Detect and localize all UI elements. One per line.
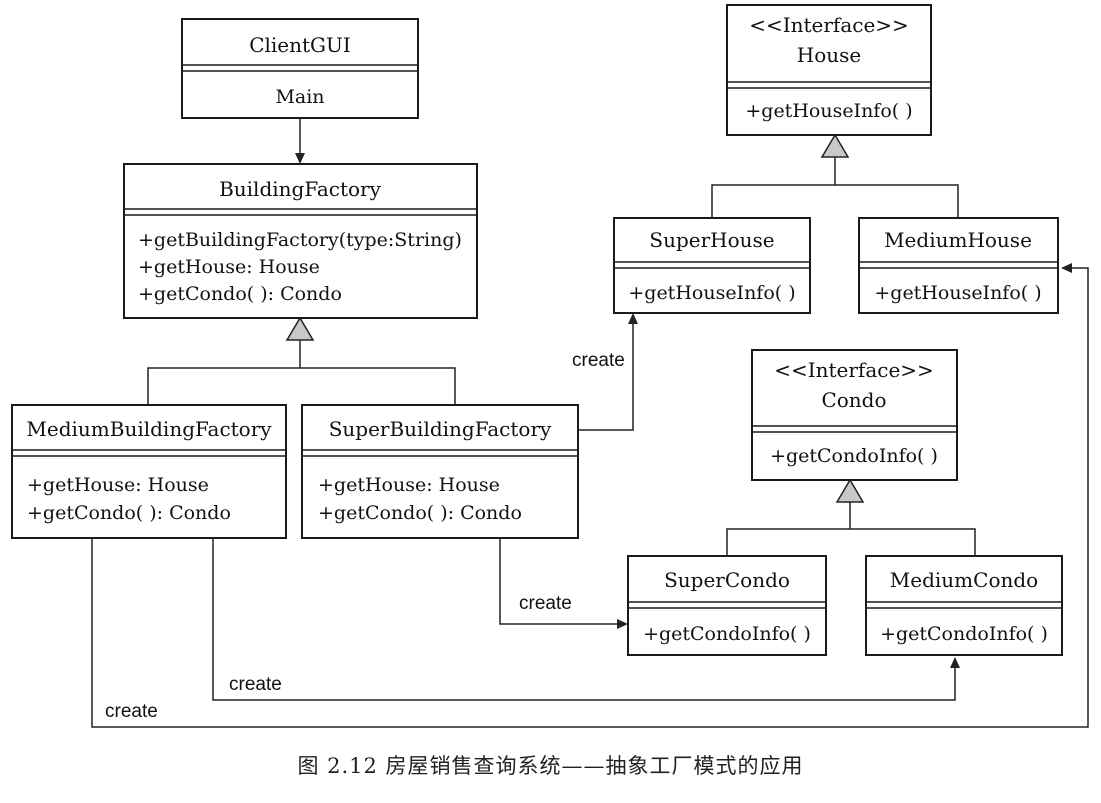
class-operation: +getCondoInfo( )	[880, 623, 1048, 645]
interface-condo: <<Interface>> Condo +getCondoInfo( )	[751, 349, 958, 481]
figure-caption: 图 2.12 房屋销售查询系统——抽象工厂模式的应用	[297, 754, 804, 778]
class-operation: +getCondoInfo( )	[643, 623, 811, 645]
create-medium-condo	[212, 538, 960, 701]
class-name: SuperBuildingFactory	[329, 417, 552, 441]
generalization-triangle-icon	[285, 316, 315, 341]
class-operation: +getHouseInfo( )	[745, 100, 912, 122]
class-operation: Main	[275, 86, 324, 108]
class-name: Condo	[821, 388, 886, 412]
class-building-factory: BuildingFactory +getBuildingFactory(type…	[123, 163, 478, 319]
class-super-condo: SuperCondo +getCondoInfo( )	[627, 555, 827, 656]
class-medium-house: MediumHouse +getHouseInfo( )	[858, 217, 1059, 314]
class-operation: +getCondo( ): Condo	[138, 283, 342, 305]
interface-stereotype: <<Interface>>	[774, 358, 934, 382]
class-super-building-factory: SuperBuildingFactory +getHouse: House +g…	[301, 404, 579, 539]
create-super-condo	[499, 538, 628, 629]
class-name: SuperHouse	[649, 228, 774, 252]
class-operation: +getBuildingFactory(type:String)	[138, 229, 462, 251]
class-operation: +getCondo( ): Condo	[318, 502, 522, 524]
create-medium-house	[91, 263, 1089, 728]
create-super-house	[578, 313, 638, 431]
class-operation: +getHouse: House	[138, 256, 320, 278]
interface-stereotype: <<Interface>>	[749, 13, 909, 37]
class-name: MediumHouse	[884, 228, 1032, 252]
class-client-gui: ClientGUI Main	[181, 18, 419, 119]
create-label: create	[572, 350, 625, 371]
class-name: SuperCondo	[664, 568, 790, 592]
create-label: create	[519, 593, 572, 614]
generalization-to-building-factory	[147, 316, 456, 405]
class-operation: +getCondoInfo( )	[770, 445, 938, 467]
interface-house: <<Interface>> House +getHouseInfo( )	[726, 4, 932, 136]
class-operation: +getHouse: House	[318, 474, 500, 496]
class-medium-building-factory: MediumBuildingFactory +getHouse: House +…	[11, 404, 287, 539]
diagram-canvas: create create create create ClientGUI Ma…	[11, 4, 1089, 728]
generalization-triangle-icon	[820, 133, 850, 158]
class-name: MediumCondo	[890, 568, 1038, 592]
class-name: BuildingFactory	[219, 177, 382, 201]
generalization-to-condo	[726, 478, 976, 556]
class-name: MediumBuildingFactory	[26, 417, 272, 441]
create-label: create	[229, 674, 282, 695]
class-name: House	[797, 43, 861, 67]
class-operation: +getHouseInfo( )	[628, 282, 795, 304]
class-operation: +getHouseInfo( )	[874, 282, 1041, 304]
generalization-to-house	[711, 133, 959, 218]
class-name: ClientGUI	[249, 33, 351, 57]
generalization-triangle-icon	[835, 478, 865, 503]
dependency-client-to-factory	[295, 118, 305, 164]
class-operation: +getHouse: House	[27, 474, 209, 496]
class-super-house: SuperHouse +getHouseInfo( )	[613, 217, 811, 314]
class-medium-condo: MediumCondo +getCondoInfo( )	[865, 555, 1063, 656]
create-label: create	[105, 701, 158, 722]
class-operation: +getCondo( ): Condo	[27, 502, 231, 524]
